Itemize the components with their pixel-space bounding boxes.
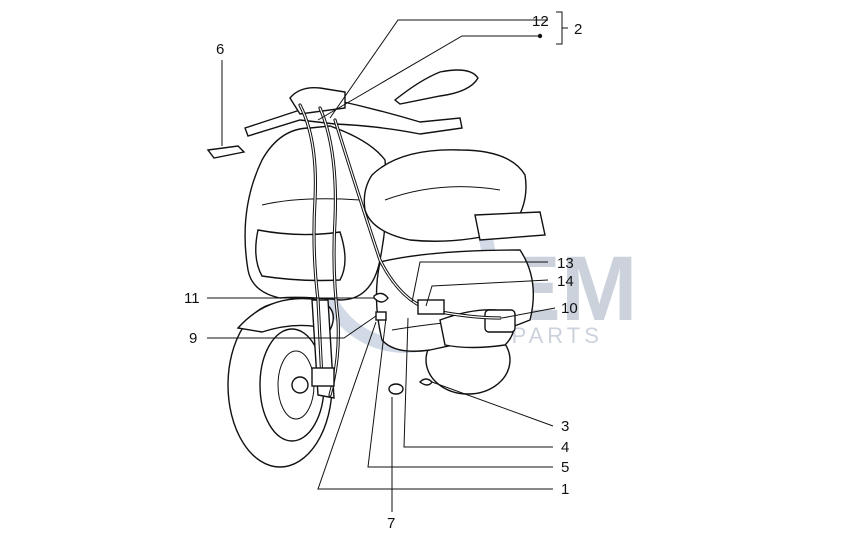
leader-3	[431, 381, 554, 427]
seat-seam	[384, 186, 501, 201]
leader-5	[367, 317, 553, 468]
callout-1: 1	[561, 481, 569, 498]
callout-7: 7	[387, 515, 395, 532]
part-3-nut	[418, 378, 433, 386]
leader-4	[403, 317, 553, 448]
callout-4: 4	[561, 439, 569, 456]
speedometer-cable-inner	[319, 107, 339, 396]
leader-14	[425, 279, 549, 307]
part-7-grommet	[388, 383, 404, 395]
part-9-clamp	[375, 311, 387, 321]
mirror	[393, 69, 479, 105]
cable-harness	[298, 103, 502, 397]
callout-14: 14	[557, 273, 574, 290]
leader-lines	[207, 11, 568, 512]
bracket-12-2	[556, 11, 563, 45]
callout-12: 12	[532, 13, 549, 30]
callout-13: 13	[557, 255, 574, 272]
callout-2: 2	[574, 21, 582, 38]
callout-6: 6	[216, 41, 224, 58]
callout-3: 3	[561, 418, 569, 435]
leader-9	[207, 315, 377, 339]
handlebar-cover	[289, 87, 346, 115]
throttle-cable-inner	[334, 119, 501, 319]
front-fender	[236, 297, 334, 333]
leader-10	[501, 307, 556, 319]
callout-10: 10	[561, 300, 578, 317]
part-6-clip	[206, 145, 246, 159]
handlebar	[244, 99, 463, 137]
leader-12	[329, 19, 548, 119]
leader-1	[317, 321, 553, 490]
callout-labels: 12 2 6 11 9 13 14 10 3 4 5 1 7	[184, 13, 582, 532]
rear-grip	[474, 211, 546, 241]
callout-11: 11	[184, 290, 200, 307]
front-hub	[291, 376, 309, 394]
muffler	[484, 309, 516, 333]
scooter-drawing	[227, 69, 546, 468]
leader-13	[411, 261, 548, 303]
small-parts	[206, 145, 445, 395]
caliper	[311, 367, 335, 387]
shield-line	[261, 198, 361, 206]
part-13-bracket	[417, 299, 445, 315]
headlight	[255, 229, 346, 282]
leader-2-dot	[317, 35, 540, 121]
part-11-fitting	[373, 292, 389, 303]
leader-2-dot-mark	[537, 33, 543, 39]
callout-9: 9	[189, 330, 197, 347]
front-brake-cable-inner	[299, 104, 323, 381]
callout-5: 5	[561, 459, 569, 476]
